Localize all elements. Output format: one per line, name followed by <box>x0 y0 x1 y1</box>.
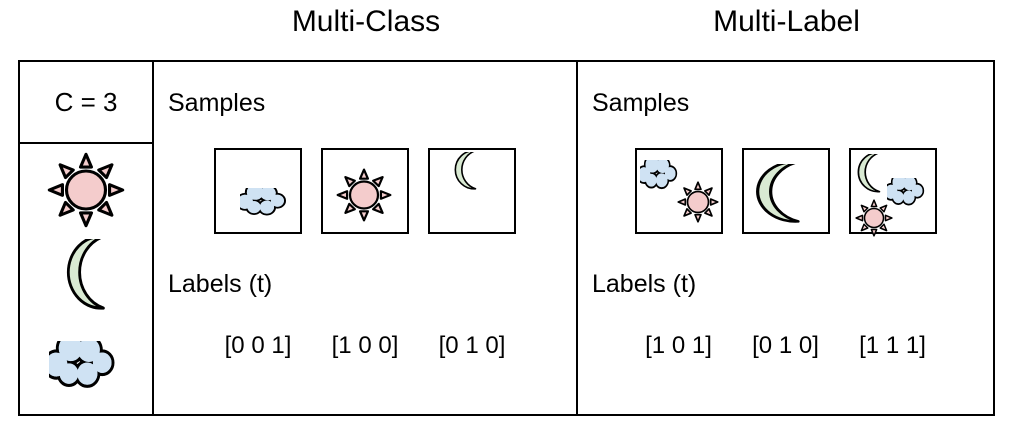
moon-icon <box>857 154 881 196</box>
multiclass-panel: Samples Labels (t) [0 0 1] [1 0 0] [0 1 … <box>154 62 578 414</box>
class-count-cell: C = 3 <box>20 62 152 144</box>
diagram-frame: C = 3 Samples Labels (t) <box>18 60 995 416</box>
sample-box-sun <box>321 148 409 234</box>
labels-label: Labels (t) <box>592 270 697 298</box>
sample-box-cloud <box>214 148 302 234</box>
sample-box-moon <box>741 148 830 234</box>
sun-icon <box>677 181 719 223</box>
sample-box-moon-cloud-sun <box>848 148 937 237</box>
label-vector: [0 1 0] <box>438 332 506 359</box>
class-list <box>20 144 152 414</box>
sun-icon <box>47 152 125 228</box>
cloud-icon <box>240 188 292 222</box>
multilabel-sample-row <box>578 148 993 234</box>
cloud-icon <box>640 160 682 196</box>
multiclass-vector-row: [0 0 1] [1 0 0] [0 1 0] <box>154 332 576 361</box>
label-vector: [1 0 1] <box>645 332 712 359</box>
class-sidebar: C = 3 <box>20 62 154 414</box>
multilabel-vector-row: [1 0 1] [0 1 0] [1 1 1] <box>578 332 993 361</box>
label-vector: [1 0 0] <box>331 332 399 359</box>
multiclass-title: Multi-Class <box>291 5 441 38</box>
labels-label: Labels (t) <box>168 270 273 298</box>
multilabel-panel: Samples Labels (t) [1 0 1] [0 1 0] <box>578 62 993 414</box>
label-vector: [0 0 1] <box>224 332 292 359</box>
moon-icon <box>454 152 477 193</box>
sample-box-cloud-sun <box>634 148 723 234</box>
sun-icon <box>855 199 893 237</box>
cloud-icon <box>49 341 123 399</box>
multilabel-title: Multi-Label <box>713 5 860 38</box>
cloud-icon <box>887 178 929 212</box>
samples-label: Samples <box>592 89 690 117</box>
sample-box-moon <box>428 148 516 234</box>
sun-icon <box>336 168 392 222</box>
label-vector: [1 1 1] <box>859 332 926 359</box>
multiclass-sample-row <box>154 148 576 234</box>
moon-icon <box>755 164 801 228</box>
samples-label: Samples <box>168 89 266 117</box>
label-vector: [0 1 0] <box>752 332 819 359</box>
moon-icon <box>66 239 106 316</box>
